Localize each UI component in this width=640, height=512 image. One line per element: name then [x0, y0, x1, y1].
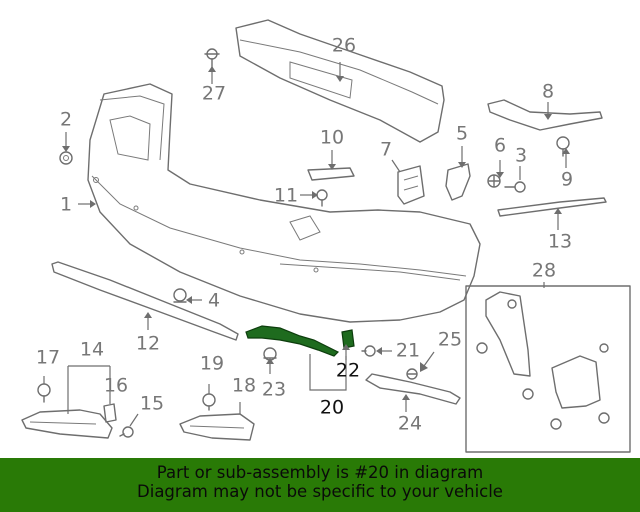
callout-9: 9: [561, 169, 573, 191]
callout-4: 4: [208, 290, 220, 312]
part-25-bolt: [406, 368, 418, 380]
part-16-clip: [103, 403, 117, 423]
part-6-screw: [487, 174, 501, 188]
part-19-clip: [202, 393, 216, 411]
callout-27: 27: [202, 83, 226, 105]
part-10-bracket: [307, 167, 355, 181]
banner-line-2: Diagram may not be specific to your vehi…: [137, 482, 503, 501]
callout-13: 13: [548, 231, 572, 253]
callout-17: 17: [36, 347, 60, 369]
part-27-bolt: [204, 48, 220, 69]
callout-7: 7: [380, 139, 392, 161]
part-20-bracket-highlighted: [245, 325, 340, 357]
part-2-clip: [59, 151, 73, 165]
part-1-bumper-cover: [87, 83, 481, 323]
part-8-bracket: [487, 99, 603, 131]
callout-25: 25: [438, 329, 462, 351]
part-17-clip: [37, 383, 51, 403]
callout-18: 18: [232, 375, 256, 397]
callout-28: 28: [532, 260, 556, 282]
callout-24: 24: [398, 413, 422, 435]
part-13-strip: [497, 197, 607, 217]
part-12-garnish: [51, 261, 239, 341]
part-24-reflector: [365, 373, 461, 405]
callout-14: 14: [80, 339, 104, 361]
part-18-fog-lamp-right: [179, 413, 255, 441]
callout-23: 23: [262, 379, 286, 401]
callout-16: 16: [104, 375, 128, 397]
callout-22: 22: [336, 360, 360, 382]
part-26-absorber: [235, 19, 445, 143]
part-4-clip: [173, 288, 187, 303]
part-22-clip-highlighted: [341, 329, 355, 349]
callout-12: 12: [136, 333, 160, 355]
leader-lines: [43, 62, 570, 427]
callout-2: 2: [60, 109, 72, 131]
callout-6: 6: [494, 135, 506, 157]
callout-8: 8: [542, 81, 554, 103]
callout-11: 11: [274, 185, 298, 207]
part-11-bolt: [316, 189, 328, 207]
callout-20: 20: [320, 397, 344, 419]
part-14-fog-lamp-left: [21, 409, 113, 439]
callout-3: 3: [515, 145, 527, 167]
callout-labels: 26 27 2 1 10 11 7 5 6 3 8 9 13 28 4 12 2…: [36, 35, 573, 435]
part-7-bracket: [397, 165, 425, 205]
info-banner: Part or sub-assembly is #20 in diagram D…: [0, 458, 640, 512]
callout-5: 5: [456, 123, 468, 145]
callout-21: 21: [396, 340, 420, 362]
callout-15: 15: [140, 393, 164, 415]
part-28-mudguard-set: [465, 285, 631, 453]
parts-diagram: 26 27 2 1 10 11 7 5 6 3 8 9 13 28 4 12 2…: [21, 19, 631, 453]
callout-19: 19: [200, 353, 224, 375]
callout-1: 1: [60, 194, 72, 216]
part-5-bracket: [445, 163, 471, 201]
part-21-clip: [361, 345, 376, 357]
part-15-screw: [119, 426, 134, 438]
banner-line-1: Part or sub-assembly is #20 in diagram: [156, 463, 484, 482]
part-3-bolt: [504, 181, 526, 193]
callout-10: 10: [320, 127, 344, 149]
callout-26: 26: [332, 35, 356, 57]
